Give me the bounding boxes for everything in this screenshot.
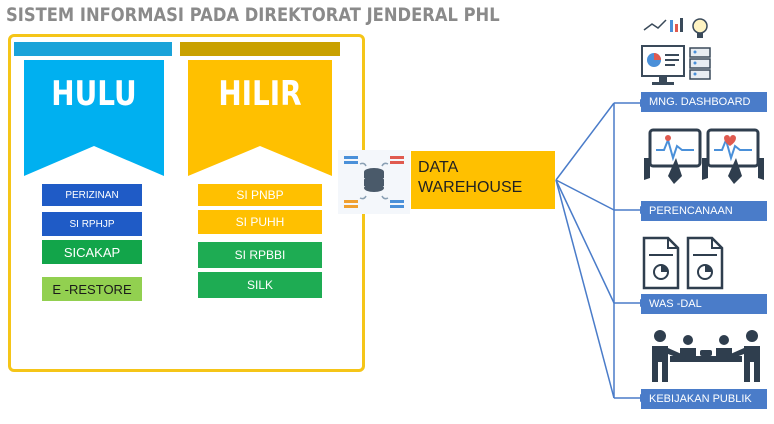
hulu-label: HULU: [51, 74, 137, 114]
output-mng-dashboard[interactable]: MNG. DASHBOARD: [641, 92, 767, 112]
output-kebijakan-publik[interactable]: KEBIJAKAN PUBLIK: [641, 389, 767, 409]
planning-tablets-icon: [644, 128, 764, 184]
output-perencanaan[interactable]: PERENCANAAN: [641, 201, 767, 221]
system-si-puhh[interactable]: SI PUHH: [198, 210, 322, 234]
hulu-banner: [14, 42, 172, 176]
system-silk[interactable]: SILK: [198, 272, 322, 298]
meeting-handshake-icon: [652, 330, 760, 382]
data-warehouse-line2: WAREHOUSE: [418, 179, 523, 196]
connector-kebijakan: [555, 179, 615, 399]
connector-perencanaan: [555, 179, 615, 211]
connector-dashboard: [555, 102, 615, 181]
documents-icon: [642, 236, 724, 290]
page-title: SISTEM INFORMASI PADA DIREKTORAT JENDERA…: [6, 4, 500, 26]
system-si-pnbp[interactable]: SI PNBP: [198, 184, 322, 206]
system-sicakap[interactable]: SICAKAP: [42, 240, 142, 264]
system-e-restore[interactable]: E -RESTORE: [42, 277, 142, 301]
database-sync-icon: [338, 150, 410, 214]
hilir-label: HILIR: [218, 74, 302, 114]
system-si-rpbbi[interactable]: SI RPBBI: [198, 242, 322, 268]
system-perizinan[interactable]: PERIZINAN: [42, 184, 142, 206]
hilir-banner: [180, 42, 340, 176]
output-was-dal[interactable]: WAS -DAL: [641, 294, 767, 314]
system-si-rphjp[interactable]: SI RPHJP: [42, 212, 142, 236]
data-warehouse-line1: DATA: [418, 159, 459, 176]
data-warehouse-box[interactable]: DATA WAREHOUSE: [411, 151, 555, 209]
connector-was-dal: [555, 179, 615, 304]
dashboard-icon: [641, 18, 711, 85]
